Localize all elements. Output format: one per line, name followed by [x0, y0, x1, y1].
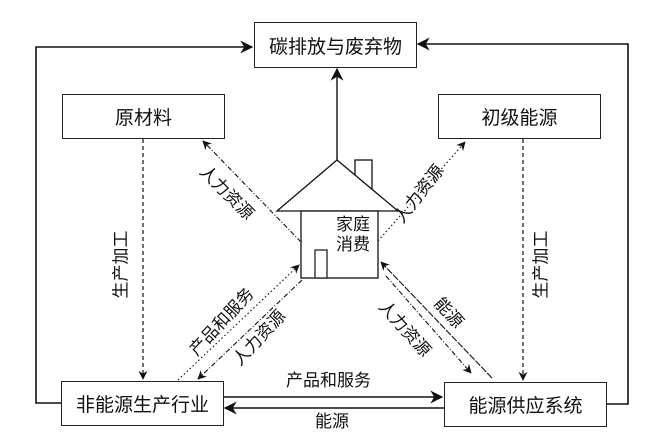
edge-label-raw-to-industry: 生产加工	[111, 230, 132, 299]
edge-label-industry-to-energy: 产品和服务	[286, 371, 371, 391]
edge-industry-to-emissions	[35, 40, 254, 404]
edge-house-to-industry	[197, 279, 303, 380]
edge-energy-to-emissions	[416, 37, 629, 405]
household-label-line-2: 消费	[336, 235, 370, 255]
house-roof	[275, 159, 400, 212]
node-energy-supply: 能源供应系统	[444, 382, 607, 427]
household-house-icon	[275, 159, 400, 279]
node-emissions: 碳排放与废弃物	[254, 22, 417, 68]
household-label-line-1: 家庭	[336, 215, 370, 235]
edge-label-primary-to-energy: 生产加工	[531, 230, 552, 299]
house-door	[314, 249, 328, 279]
node-non-energy-industry-label: 非能源生产行业	[75, 394, 209, 416]
edge-energy-to-house	[380, 261, 493, 379]
edge-house-to-raw	[202, 140, 302, 243]
node-primary-energy-label: 初级能源	[481, 107, 558, 129]
node-emissions-label: 碳排放与废弃物	[268, 35, 402, 58]
node-primary-energy: 初级能源	[438, 94, 601, 139]
edge-label-energy-to-industry: 能源	[315, 412, 349, 432]
node-raw-materials-label: 原材料	[114, 107, 172, 129]
node-energy-supply-label: 能源供应系统	[468, 395, 583, 417]
house-wall	[300, 210, 379, 279]
edge-house-to-energy	[385, 275, 472, 374]
node-household-label: 家庭 消费	[331, 215, 375, 255]
node-raw-materials: 原材料	[62, 94, 225, 139]
node-non-energy-industry: 非能源生产行业	[61, 381, 224, 426]
